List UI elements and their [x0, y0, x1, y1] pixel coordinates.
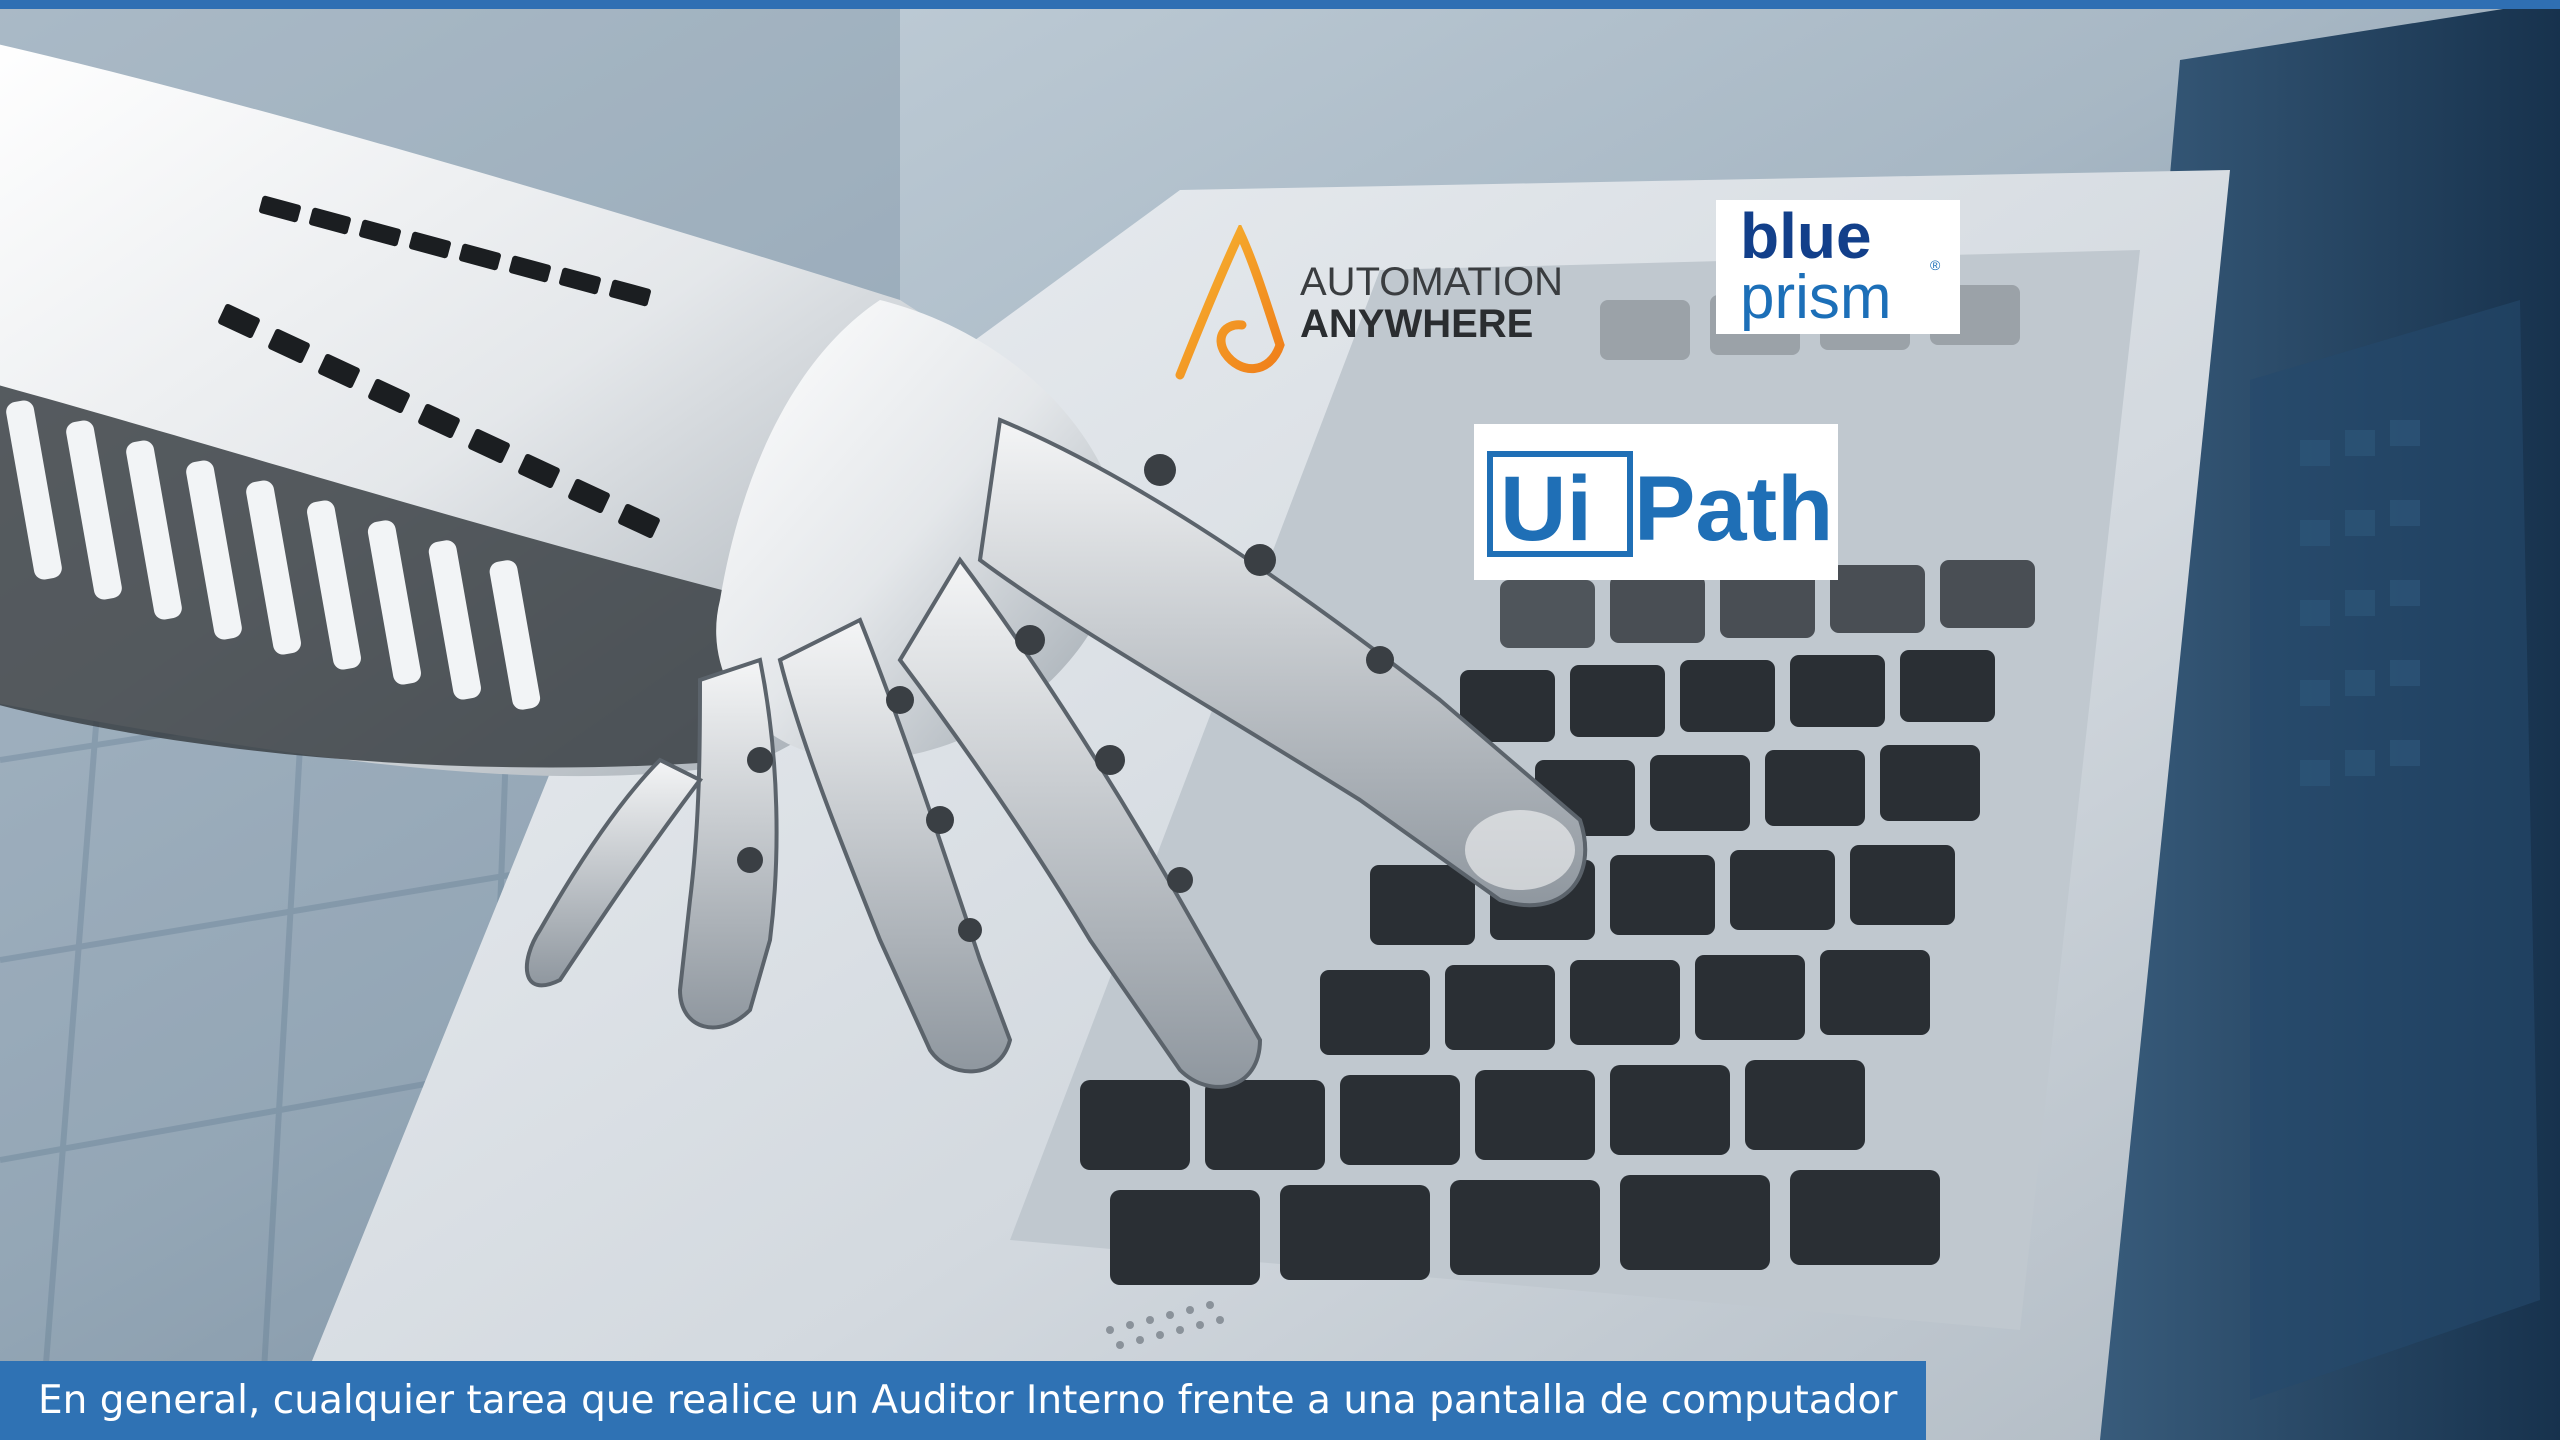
automation-anywhere-logo: AUTOMATION ANYWHERE — [1170, 222, 1590, 385]
caption-bar: En general, cualquier tarea que realice … — [0, 1361, 1926, 1440]
bp-line2: prism — [1740, 263, 1892, 332]
top-accent-rule — [0, 0, 2560, 9]
caption-text: En general, cualquier tarea que realice … — [38, 1378, 1898, 1423]
uipath-logo: Ui Path — [1474, 424, 1838, 580]
bp-registered-mark: ® — [1930, 257, 1941, 273]
bp-line1: blue — [1740, 200, 1872, 272]
uipath-ui-text: Ui — [1500, 458, 1592, 560]
blue-prism-logo: blue prism ® — [1716, 200, 1960, 334]
aa-line1: AUTOMATION — [1300, 260, 1563, 304]
uipath-path-text: Path — [1634, 458, 1833, 560]
aa-line2: ANYWHERE — [1300, 302, 1533, 346]
